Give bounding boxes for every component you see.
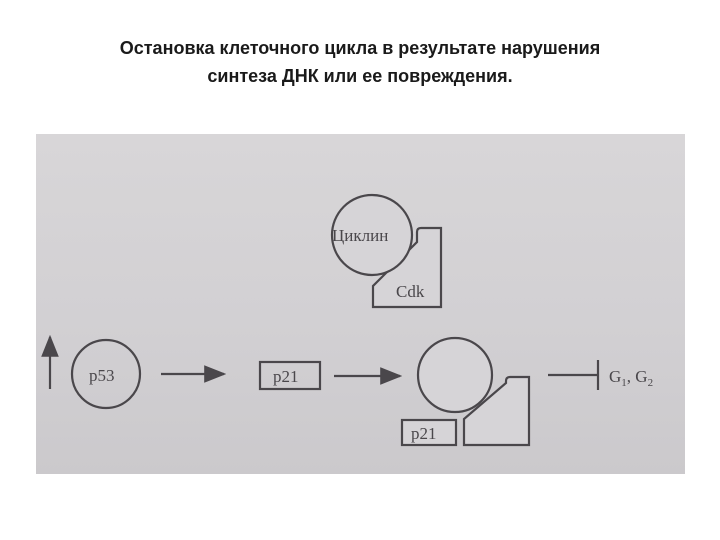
p53-circle <box>70 338 142 410</box>
cyclin-label: Циклин <box>332 226 388 245</box>
phase-sep: , G <box>627 367 648 386</box>
p53-label: p53 <box>89 366 115 385</box>
slide-title: Остановка клеточного цикла в результате … <box>0 34 720 90</box>
cyclin-bound-circle <box>416 336 494 414</box>
phase-g1: G <box>609 367 621 386</box>
phase-sub-1: 1 <box>621 377 627 389</box>
cdk-shape <box>371 226 443 309</box>
p21-box <box>258 360 322 391</box>
p21-bound-label: p21 <box>411 424 437 443</box>
phase-label: G1, G2 <box>609 367 653 389</box>
title-line-2: синтеза ДНК или ее повреждения. <box>207 66 513 86</box>
cdk-bound-shape <box>462 375 531 447</box>
p21-bound-box <box>400 418 458 447</box>
cyclin-circle <box>330 193 414 277</box>
title-line-1: Остановка клеточного цикла в результате … <box>119 38 601 58</box>
phase-sub-2: 2 <box>648 377 654 389</box>
cdk-label: Cdk <box>396 282 425 301</box>
cell-cycle-arrest-diagram: Циклин Cdk p53 p21 p21 G1, G2 <box>41 193 653 447</box>
p21-label: p21 <box>273 367 299 386</box>
diagram-photo: Циклин Cdk p53 p21 p21 G1, G2 <box>36 134 685 474</box>
